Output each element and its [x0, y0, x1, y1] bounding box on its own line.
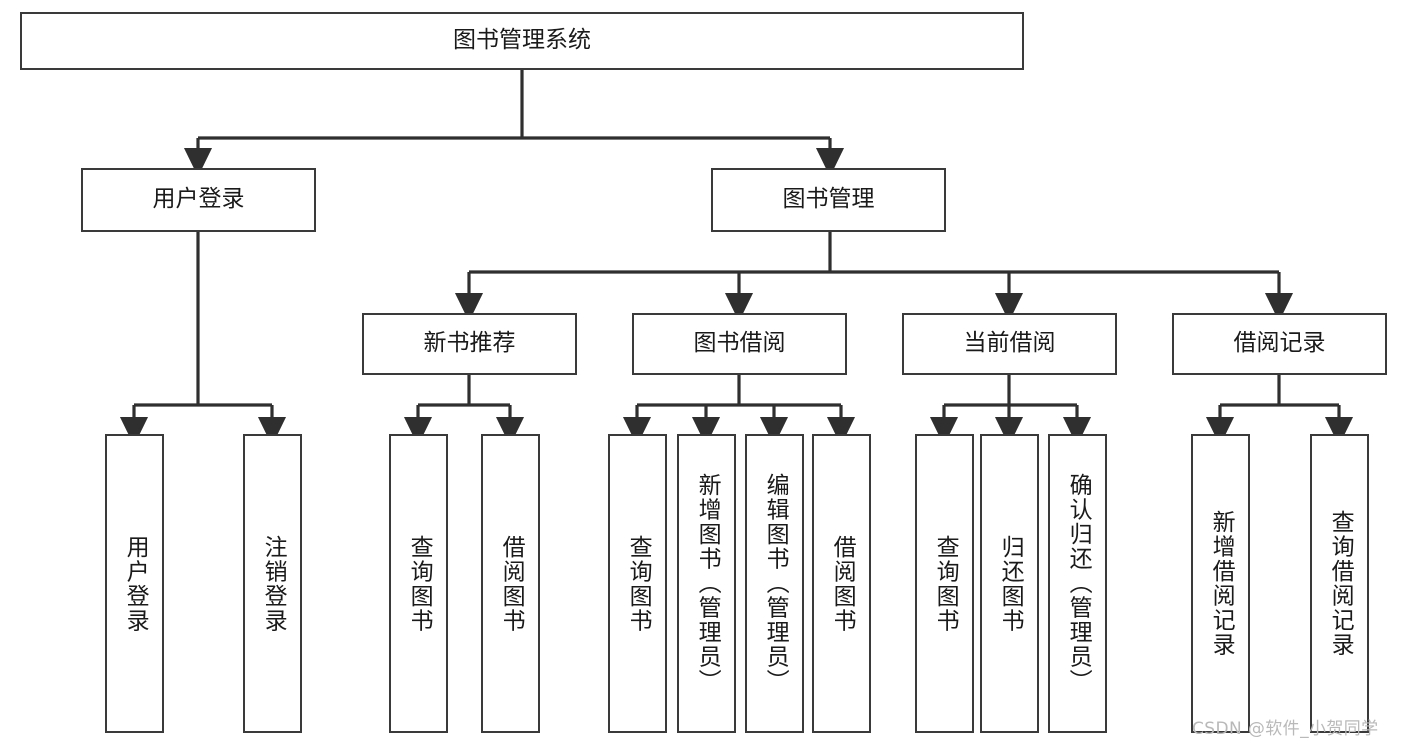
node-leaf-edit-book[interactable]: 编辑图书（管理员） [745, 434, 804, 733]
node-leaf-query-book-1-label: 查询图书 [406, 534, 433, 633]
node-leaf-logout[interactable]: 注销登录 [243, 434, 302, 733]
node-book-management[interactable]: 图书管理 [711, 168, 946, 232]
node-leaf-borrow-book-2[interactable]: 借阅图书 [812, 434, 871, 733]
node-leaf-logout-label: 注销登录 [260, 534, 287, 633]
node-new-book-recommend[interactable]: 新书推荐 [362, 313, 577, 375]
node-leaf-edit-book-label: 编辑图书（管理员） [762, 473, 789, 694]
node-book-management-label: 图书管理 [782, 186, 875, 213]
node-leaf-query-book-1[interactable]: 查询图书 [389, 434, 448, 733]
node-leaf-return-book[interactable]: 归还图书 [980, 434, 1039, 733]
node-user-login-label: 用户登录 [152, 186, 245, 213]
node-leaf-query-book-3-label: 查询图书 [932, 534, 959, 633]
node-leaf-add-record[interactable]: 新增借阅记录 [1191, 434, 1250, 733]
node-leaf-query-book-2-label: 查询图书 [625, 534, 652, 633]
node-borrow-record-label: 借阅记录 [1233, 330, 1326, 357]
node-root[interactable]: 图书管理系统 [20, 12, 1024, 70]
node-leaf-query-book-2[interactable]: 查询图书 [608, 434, 667, 733]
node-leaf-add-record-label: 新增借阅记录 [1208, 510, 1235, 657]
node-leaf-query-record-label: 查询借阅记录 [1327, 510, 1354, 657]
node-book-borrow[interactable]: 图书借阅 [632, 313, 847, 375]
node-leaf-add-book-label: 新增图书（管理员） [694, 473, 721, 694]
node-leaf-borrow-book-1[interactable]: 借阅图书 [481, 434, 540, 733]
node-root-label: 图书管理系统 [453, 27, 591, 54]
node-leaf-query-record[interactable]: 查询借阅记录 [1310, 434, 1369, 733]
node-new-book-recommend-label: 新书推荐 [423, 330, 516, 357]
node-leaf-query-book-3[interactable]: 查询图书 [915, 434, 974, 733]
node-leaf-confirm-return-label: 确认归还（管理员） [1065, 473, 1092, 694]
node-borrow-record[interactable]: 借阅记录 [1172, 313, 1387, 375]
node-book-borrow-label: 图书借阅 [693, 330, 786, 357]
node-current-borrow-label: 当前借阅 [963, 330, 1056, 357]
node-leaf-add-book[interactable]: 新增图书（管理员） [677, 434, 736, 733]
node-leaf-return-book-label: 归还图书 [997, 534, 1024, 633]
node-leaf-borrow-book-1-label: 借阅图书 [498, 534, 525, 633]
node-leaf-borrow-book-2-label: 借阅图书 [829, 534, 856, 633]
node-leaf-login-label: 用户登录 [122, 534, 149, 633]
watermark-text: CSDN @软件_小贺同学 [1192, 719, 1379, 739]
node-user-login[interactable]: 用户登录 [81, 168, 316, 232]
node-current-borrow[interactable]: 当前借阅 [902, 313, 1117, 375]
node-leaf-login[interactable]: 用户登录 [105, 434, 164, 733]
node-leaf-confirm-return[interactable]: 确认归还（管理员） [1048, 434, 1107, 733]
